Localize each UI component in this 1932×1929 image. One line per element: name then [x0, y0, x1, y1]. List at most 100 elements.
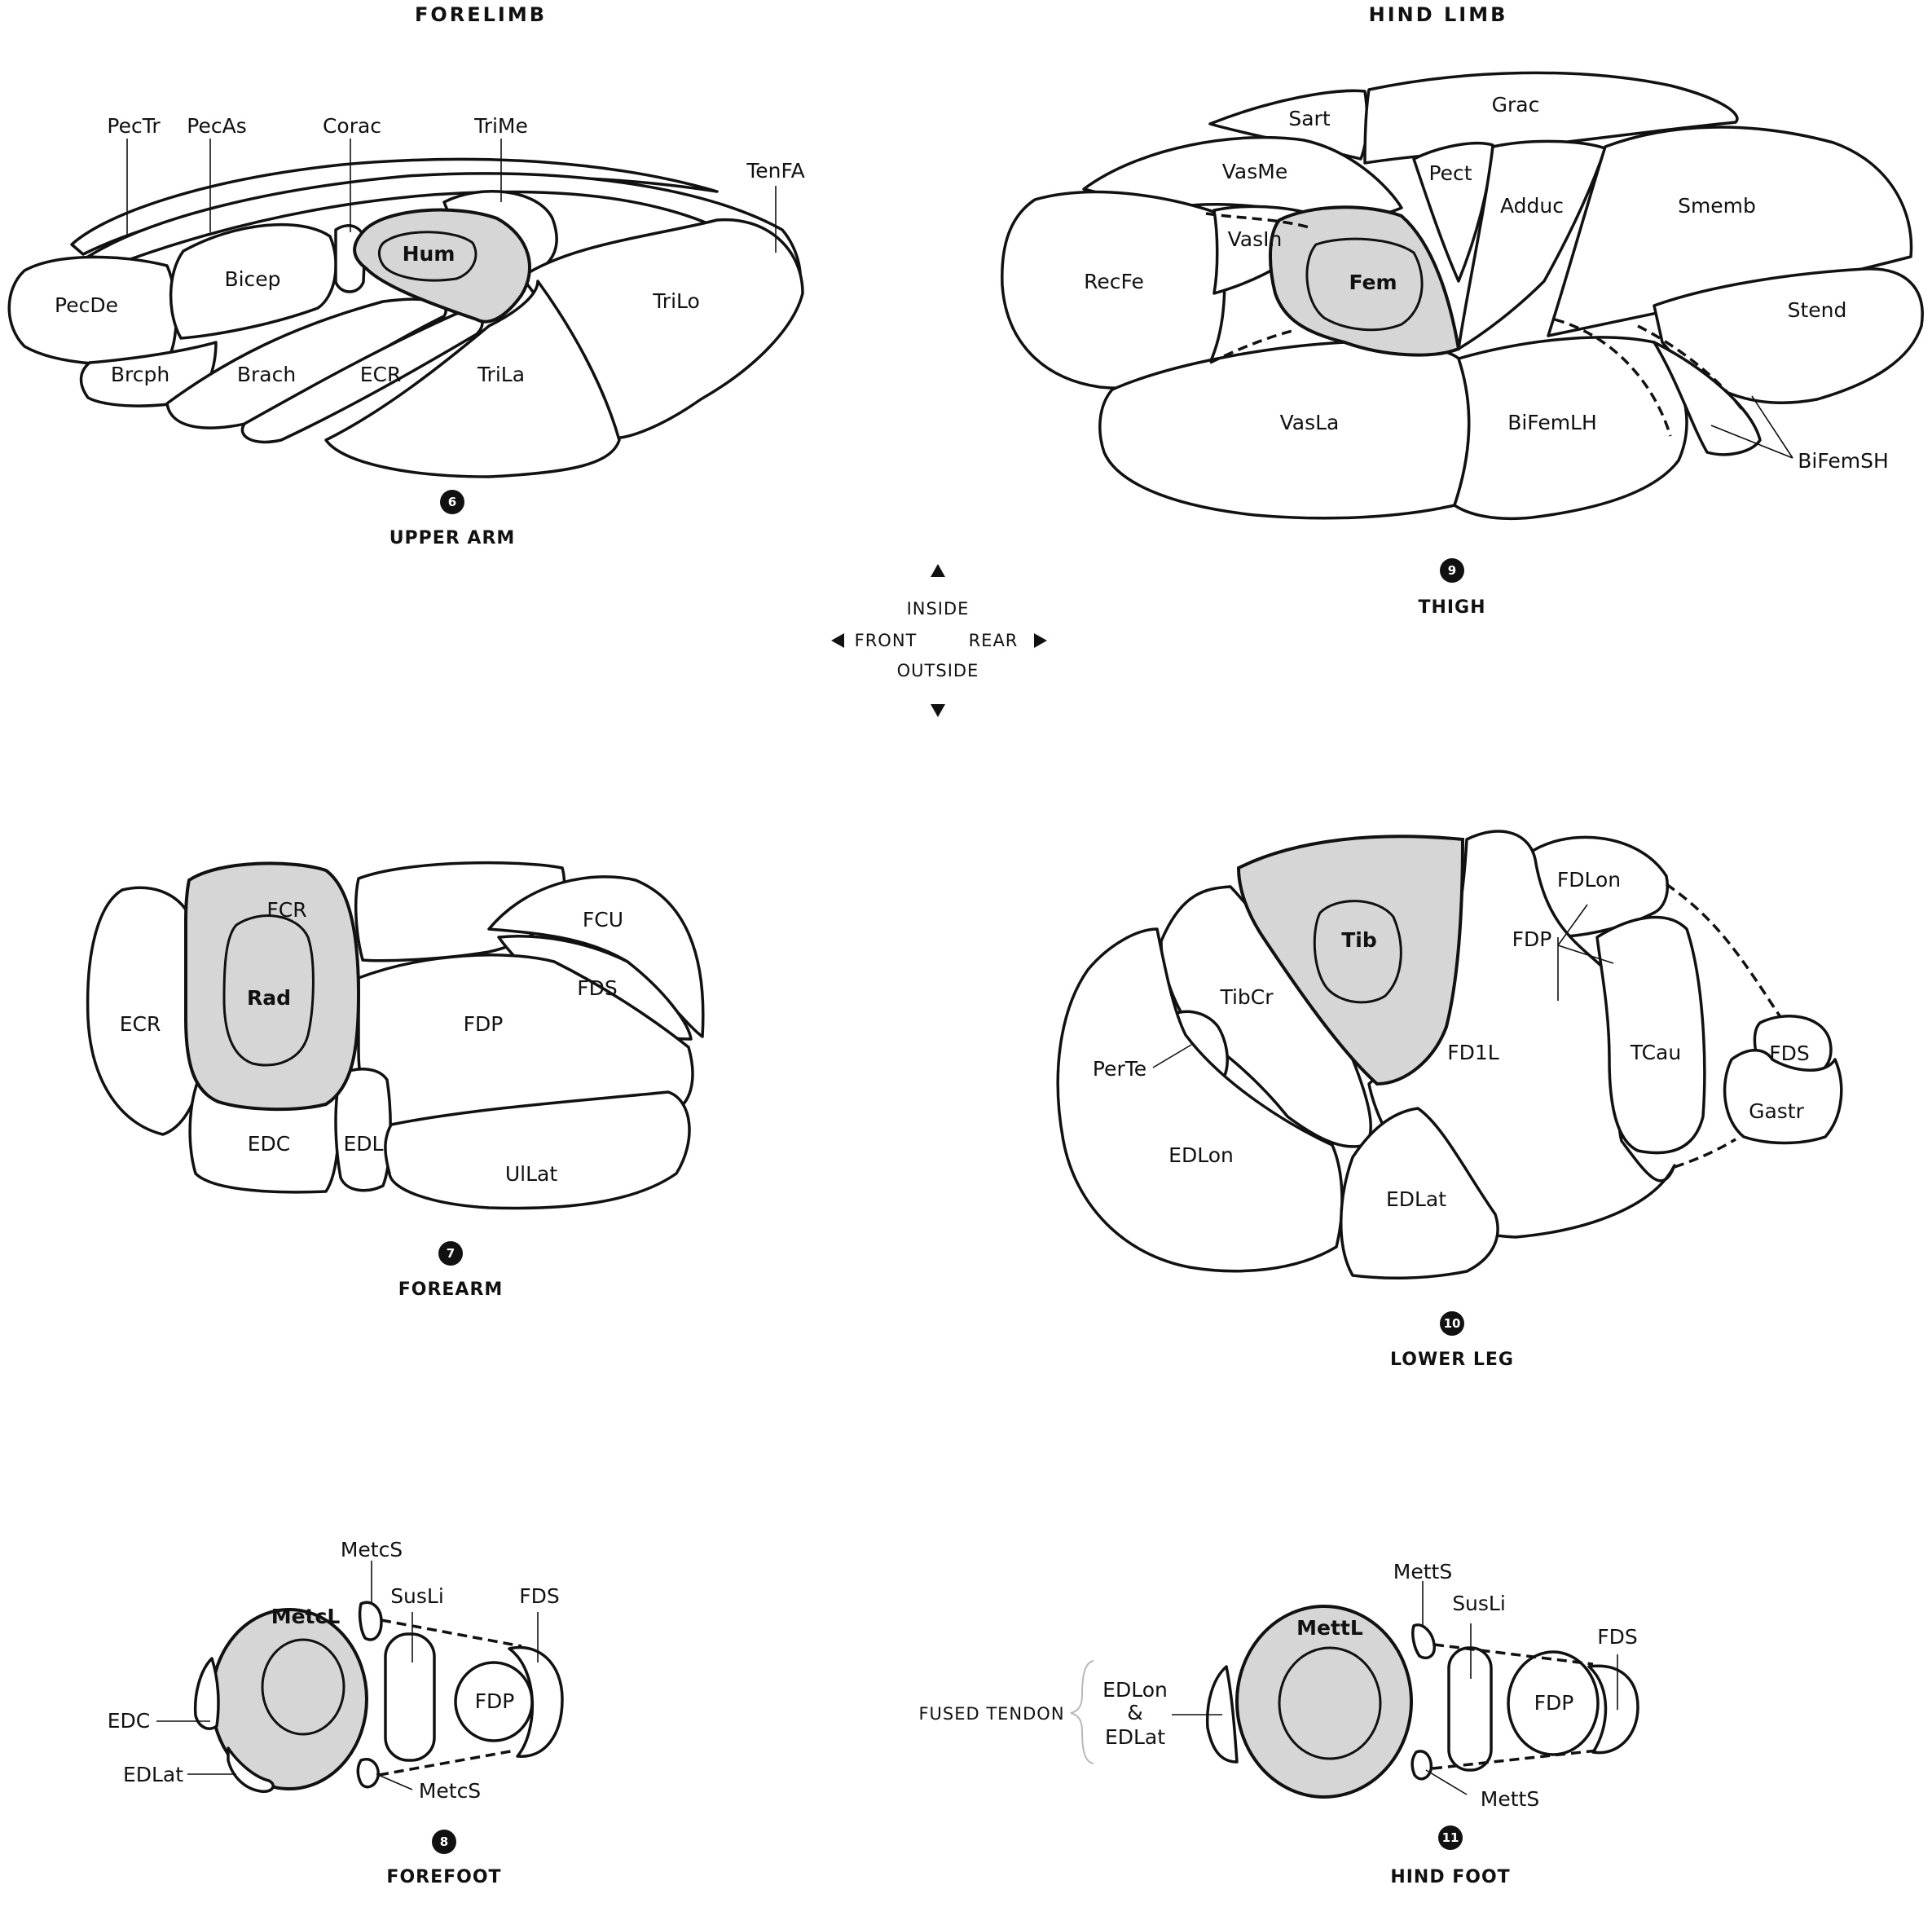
- fcu-muscle: [487, 875, 705, 1038]
- label-tibcr: TibCr: [1219, 985, 1274, 1009]
- metts-top-muscle: [1411, 1623, 1436, 1660]
- label-trime: TriMe: [473, 114, 528, 138]
- stend-muscle: [1653, 267, 1924, 404]
- tcau-muscle: [1595, 915, 1706, 1155]
- label-brcph: Brcph: [111, 363, 169, 386]
- bicep-muscle: [169, 222, 337, 340]
- upper-arm-section: PecTr PecAs Corac TriMe TenFA PecDe Bice…: [7, 114, 805, 548]
- label-tib: Tib: [1341, 928, 1377, 952]
- label-fdp-lower-leg: FDP: [1512, 927, 1552, 951]
- edlon-muscle: [1056, 927, 1344, 1273]
- hum-marrow: [377, 231, 477, 282]
- hind-limb-header: HIND LIMB: [1369, 3, 1508, 26]
- label-bifemsh: BiFemSH: [1798, 449, 1889, 473]
- arrow-up-icon: [931, 564, 945, 577]
- tib-marrow: [1313, 900, 1402, 1004]
- forearm-number-badge: [438, 1241, 463, 1266]
- label-trilo: TriLo: [652, 289, 700, 313]
- label-grac: Grac: [1492, 93, 1540, 117]
- upper-arm-number: 6: [448, 495, 456, 509]
- label-fd1l: FD1L: [1447, 1041, 1499, 1064]
- forearm-caption: FOREARM: [398, 1279, 504, 1300]
- lower-leg-number-badge: [1440, 1311, 1464, 1336]
- label-recfe: RecFe: [1084, 270, 1144, 293]
- label-edlon: EDLon: [1168, 1143, 1234, 1167]
- label-edl: EDL: [344, 1132, 384, 1156]
- forefoot-upper-dashed: [381, 1619, 522, 1648]
- label-vasla: VasLa: [1280, 411, 1340, 434]
- fdlon-fds-boundary: [1666, 883, 1782, 1018]
- label-fds-lower-leg: FDS: [1769, 1042, 1810, 1065]
- label-ullat: UlLat: [505, 1162, 557, 1186]
- label-fcu: FCU: [583, 908, 623, 931]
- label-mettl: MettL: [1296, 1616, 1363, 1640]
- label-sart: Sart: [1288, 107, 1330, 130]
- label-metcl: MetcL: [271, 1605, 341, 1628]
- label-trila: TriLa: [477, 363, 525, 386]
- label-tenfa: TenFA: [746, 159, 804, 183]
- edc-forefoot-muscle: [193, 1657, 220, 1730]
- label-fds-hind-foot: FDS: [1597, 1625, 1638, 1649]
- fdp-hind-foot-muscle: [1507, 1650, 1600, 1756]
- metcs-bottom-leader: [376, 1773, 413, 1790]
- forearm-section: FCR FCU Rad FDS ECR FDP EDC EDL UlLat 7 …: [86, 861, 705, 1300]
- pect-muscle: [1412, 141, 1494, 283]
- compass-outside: OUTSIDE: [897, 661, 979, 680]
- bifemsh-muscle: [1653, 341, 1762, 456]
- thigh-section: Sart Grac VasMe Pect Adduc Smemb VasIn R…: [1001, 71, 1924, 618]
- fds-forefoot-muscle: [508, 1645, 564, 1758]
- label-bifemlh: BiFemLH: [1507, 411, 1597, 434]
- forelimb-header: FORELIMB: [415, 3, 547, 26]
- label-tcau: TCau: [1630, 1041, 1681, 1064]
- label-fds-forefoot: FDS: [519, 1584, 560, 1608]
- mettl-marrow: [1278, 1646, 1382, 1760]
- forefoot-number-badge: [432, 1830, 456, 1854]
- label-brach: Brach: [237, 363, 296, 386]
- lower-leg-number: 10: [1444, 1316, 1461, 1331]
- label-fdp-hind-foot: FDP: [1534, 1691, 1574, 1715]
- metcs-top-muscle: [358, 1601, 383, 1641]
- metcs-bottom-muscle: [356, 1758, 380, 1789]
- label-edlat-hind-foot: EDLat: [1105, 1725, 1165, 1749]
- label-hum: Hum: [403, 242, 455, 266]
- gastr-muscle: [1723, 1049, 1843, 1145]
- vasin-boundary-top: [1205, 212, 1313, 230]
- hind-foot-lower-dashed: [1432, 1749, 1598, 1770]
- label-fdp-forearm: FDP: [464, 1012, 504, 1036]
- lower-leg-caption: LOWER LEG: [1390, 1350, 1514, 1370]
- brach-muscle: [165, 297, 447, 429]
- forefoot-caption: FOREFOOT: [386, 1867, 501, 1887]
- bifemlh-muscle: [1453, 336, 1688, 521]
- edl-muscle: [334, 1068, 392, 1192]
- label-fds-forearm: FDS: [577, 976, 618, 1000]
- thigh-caption: THIGH: [1418, 597, 1485, 618]
- label-pecde: PecDe: [55, 293, 118, 317]
- metcl-marrow: [261, 1638, 345, 1736]
- forefoot-section: MetcS SusLi FDS MetcL FDP EDC EDLat Metc…: [108, 1538, 564, 1887]
- label-fdp-forefoot: FDP: [475, 1689, 515, 1713]
- ecr-forearm-muscle: [86, 886, 201, 1136]
- label-ecr-upper: ECR: [360, 363, 402, 386]
- ullat-muscle: [384, 1090, 691, 1210]
- compass-front: FRONT: [855, 631, 918, 650]
- label-susli-forefoot: SusLi: [390, 1584, 444, 1608]
- susli-hind-foot-muscle: [1447, 1646, 1493, 1772]
- upper-arm-caption: UPPER ARM: [389, 528, 516, 548]
- vasla-boundary: [1209, 328, 1296, 364]
- fdp-lower-leg-leader-2: [1557, 904, 1588, 946]
- label-metcs-top: MetcS: [341, 1538, 403, 1561]
- rad-marrow: [222, 914, 315, 1067]
- hind-foot-number-badge: [1438, 1826, 1463, 1850]
- arrow-right-icon: [1034, 633, 1047, 648]
- lower-leg-section: FDLon Tib FDP TibCr FD1L TCau PerTe FDS …: [1056, 830, 1843, 1370]
- fds-hind-foot-muscle: [1587, 1664, 1639, 1755]
- label-fdlon: FDLon: [1557, 868, 1621, 892]
- label-metcs-bottom: MetcS: [419, 1779, 481, 1803]
- edlat-muscle: [1340, 1107, 1499, 1280]
- perte-leader: [1152, 1044, 1192, 1068]
- label-perte: PerTe: [1093, 1057, 1146, 1081]
- label-adduc: Adduc: [1500, 194, 1564, 218]
- hind-foot-upper-dashed: [1433, 1643, 1594, 1666]
